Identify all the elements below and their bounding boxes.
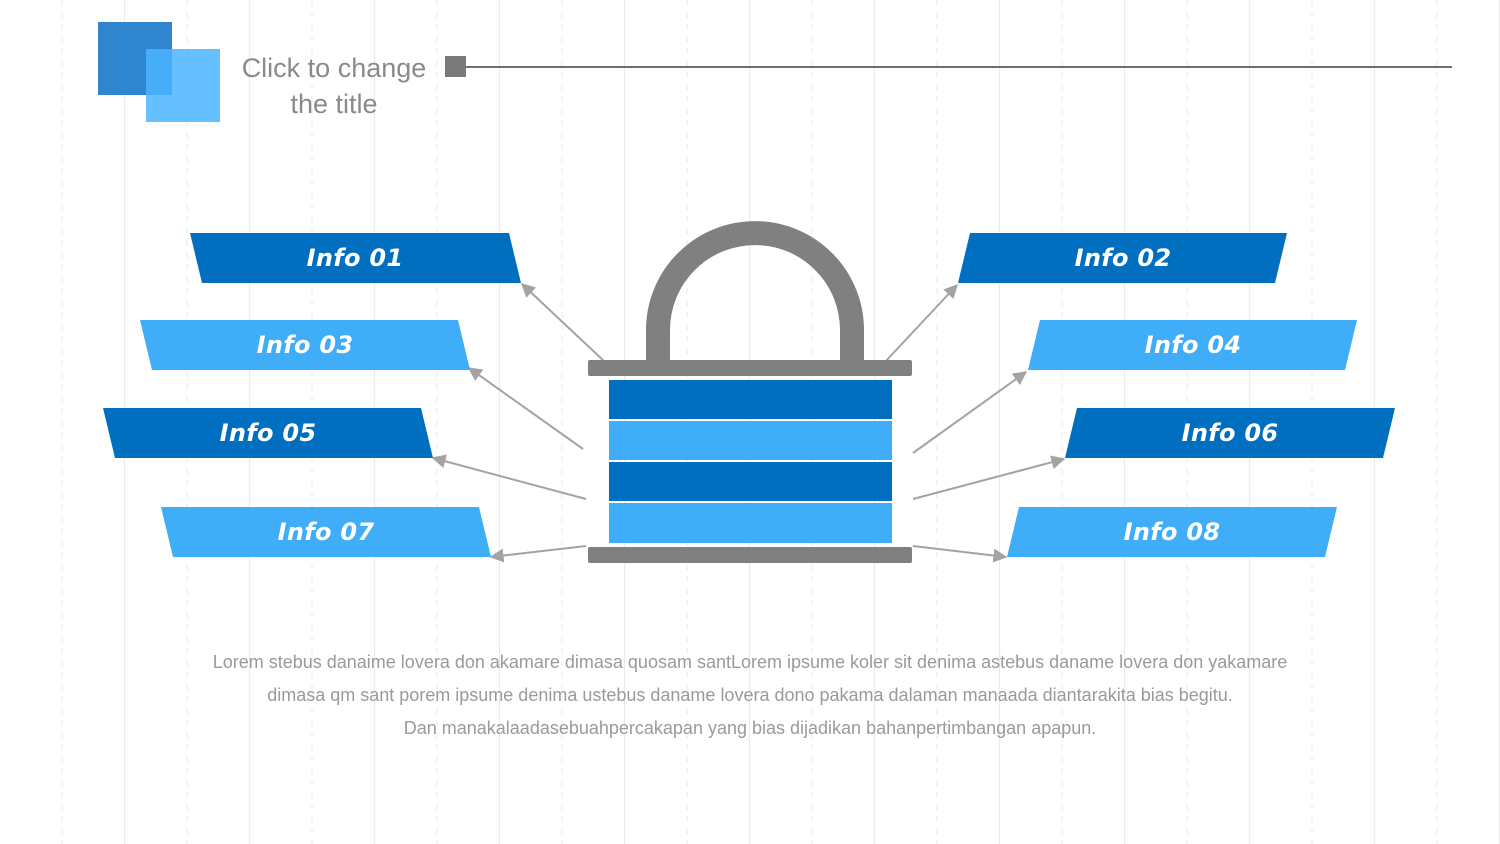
info-05-ribbon[interactable]	[103, 408, 433, 458]
info-07-label: Info 07	[277, 518, 375, 546]
arrow-info-05	[431, 454, 587, 500]
info-02-label: Info 02	[1074, 244, 1172, 272]
arrow-info-03	[467, 367, 584, 450]
info-08-ribbon[interactable]	[1007, 507, 1337, 557]
arrow-info-04	[912, 371, 1028, 454]
padlock-band-1	[609, 380, 892, 419]
padlock-band-2	[609, 421, 892, 460]
info-07-ribbon[interactable]	[161, 507, 491, 557]
info-05-label: Info 05	[219, 419, 317, 447]
description-line-2: dimasa qm sant porem ipsume denima usteb…	[267, 685, 1233, 705]
arrow-info-07	[489, 545, 587, 563]
description-line-1: Lorem stebus danaime lovera don akamare …	[212, 652, 1288, 672]
arrow-info-01	[520, 283, 606, 363]
arrow-info-06	[912, 455, 1066, 500]
slide-title[interactable]: Click to change the title	[241, 53, 427, 119]
info-02-ribbon[interactable]	[958, 233, 1287, 283]
padlock-icon	[588, 221, 912, 563]
description-line-3: Dan manakalaadasebuahpercakapan yang bia…	[403, 718, 1097, 738]
description-text[interactable]: Lorem stebus danaime lovera don akamare …	[150, 646, 1350, 745]
padlock-band-3	[609, 462, 892, 501]
logo-square-light	[146, 49, 220, 122]
info-06-label: Info 06	[1181, 419, 1279, 447]
info-01-ribbon[interactable]	[190, 233, 521, 283]
info-08-label: Info 08	[1123, 518, 1221, 546]
title-logo	[0, 0, 230, 130]
info-04-label: Info 04	[1144, 331, 1242, 359]
info-04-ribbon[interactable]	[1028, 320, 1357, 370]
padlock-shackle	[646, 221, 864, 364]
padlock-bottom-bar	[588, 547, 912, 563]
title-rule	[466, 66, 1452, 68]
title-marker	[445, 56, 466, 77]
info-03-ribbon[interactable]	[140, 320, 470, 370]
padlock-band-4	[609, 503, 892, 543]
arrow-info-02	[884, 283, 958, 363]
arrow-info-08	[912, 545, 1008, 563]
info-03-label: Info 03	[256, 331, 354, 359]
info-06-ribbon[interactable]	[1065, 408, 1395, 458]
info-01-label: Info 01	[306, 244, 404, 272]
padlock-top-bar	[588, 360, 912, 376]
